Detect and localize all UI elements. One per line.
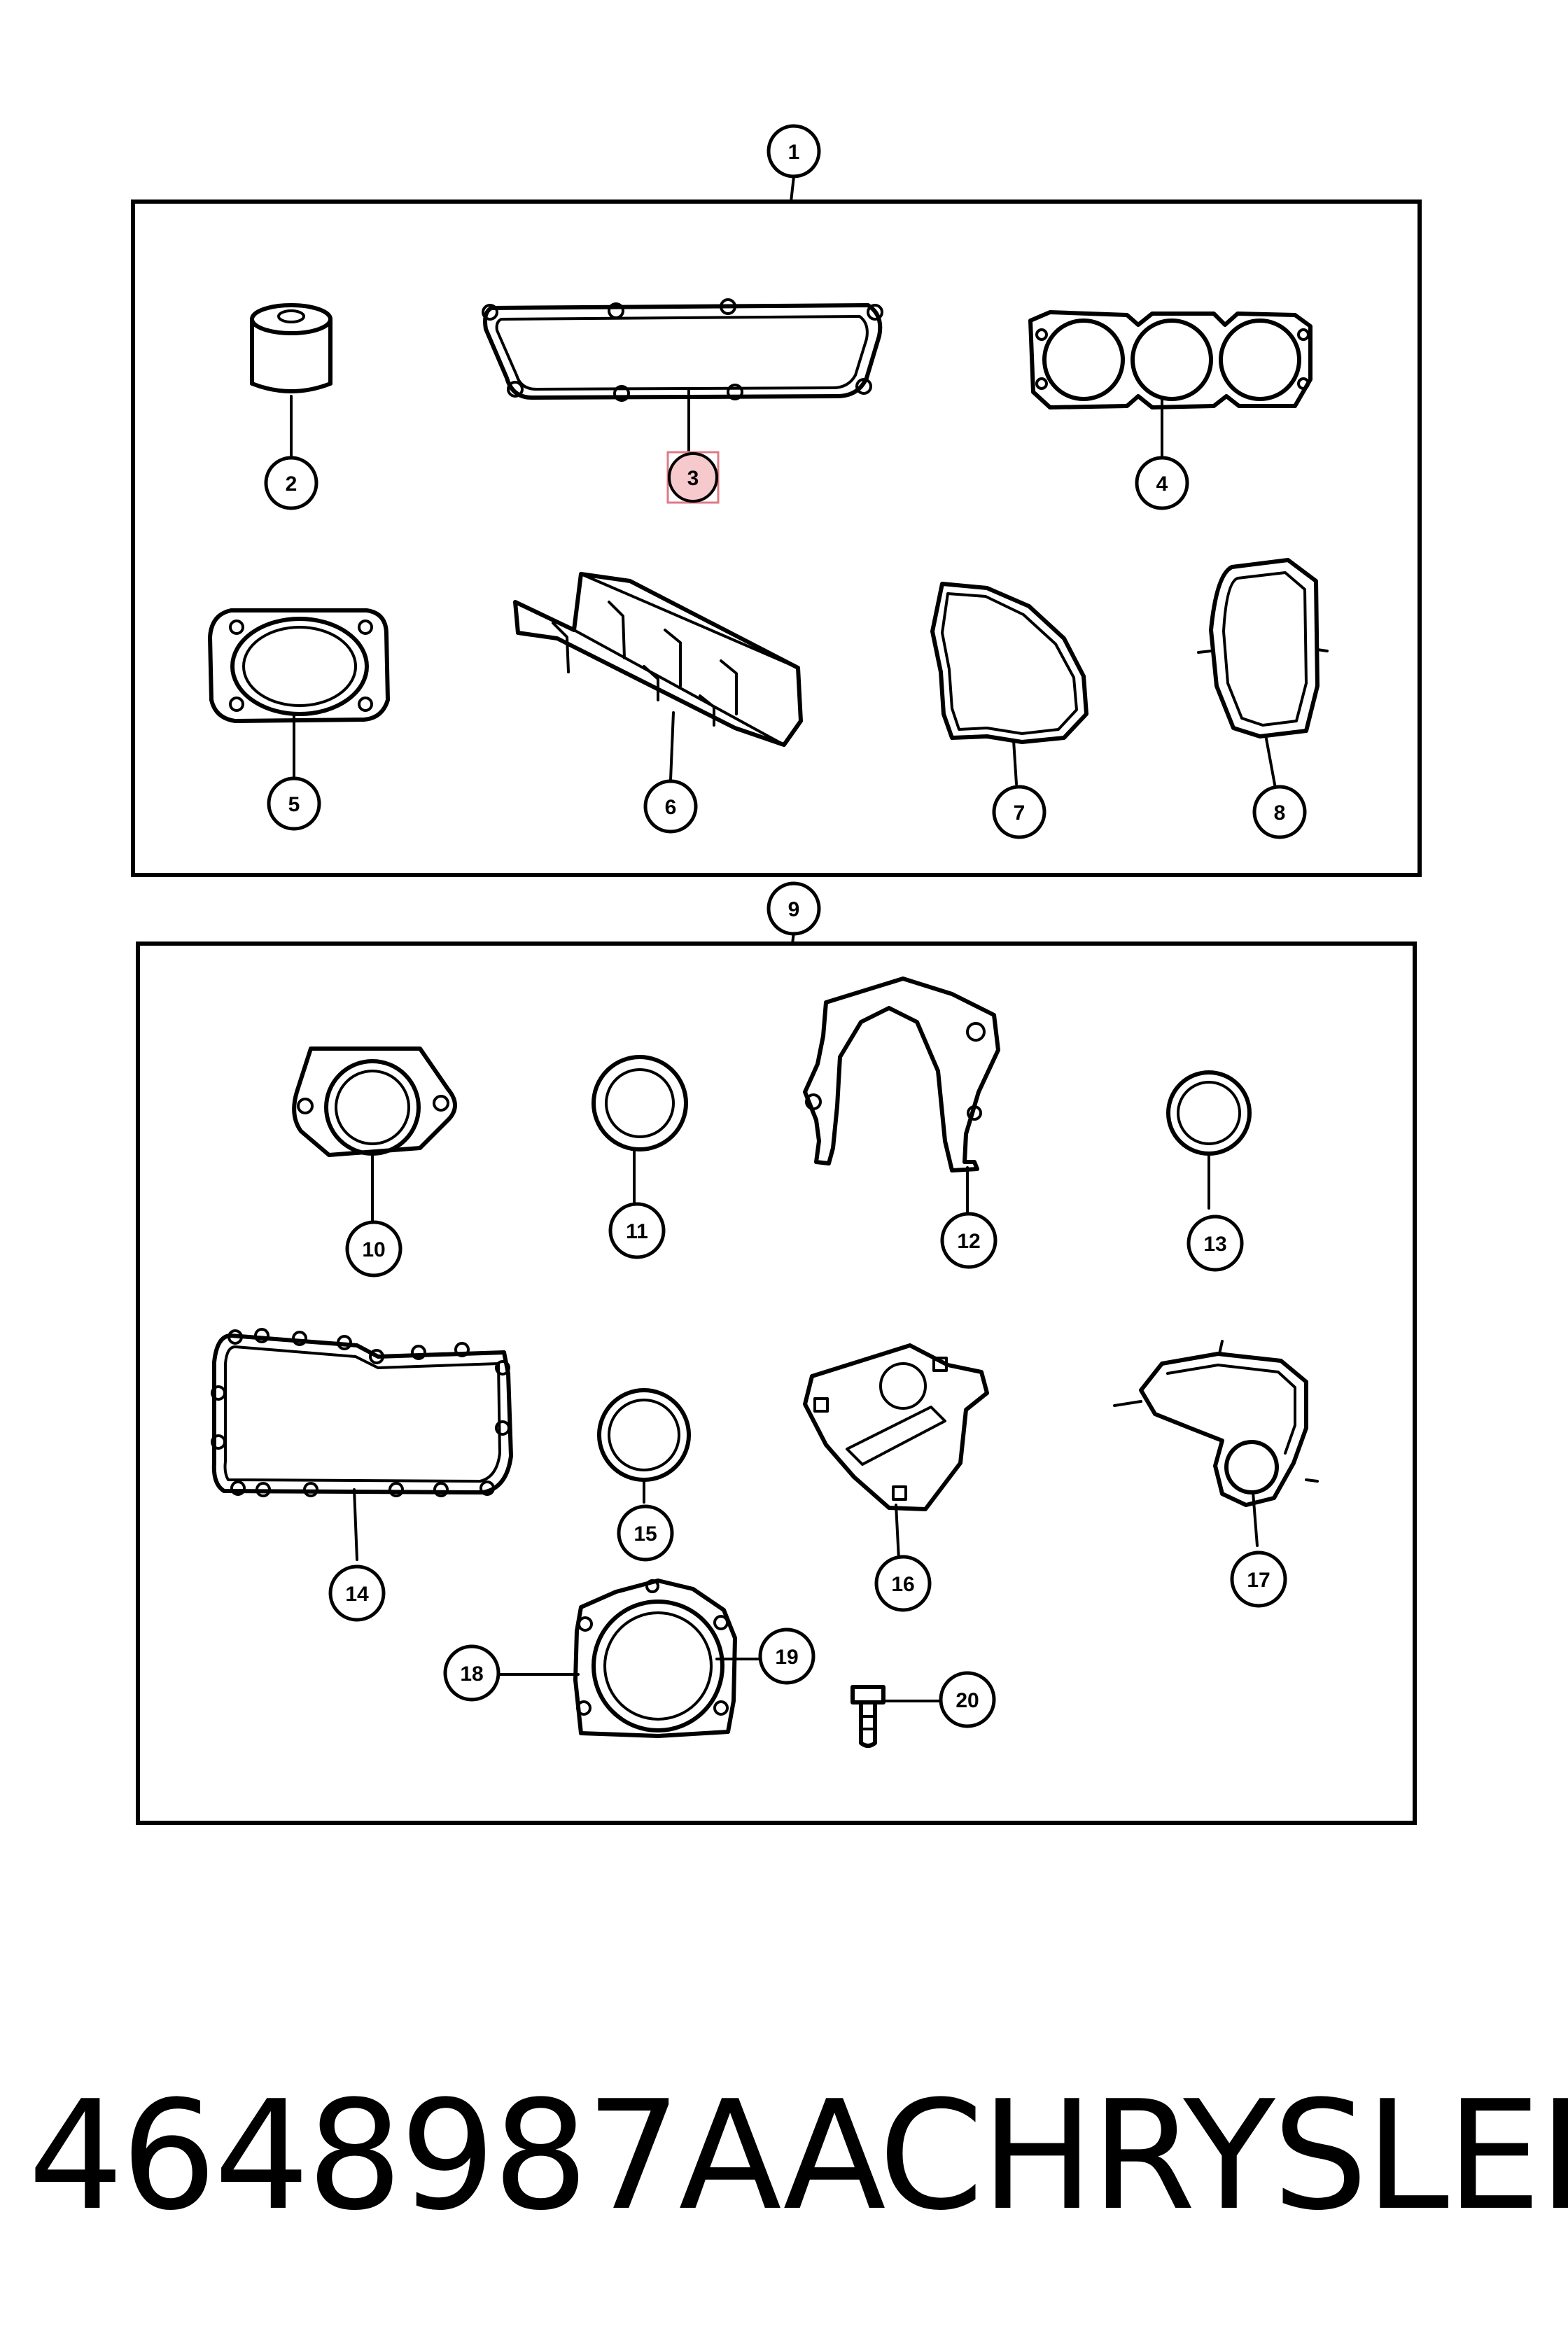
callout-9-label: 9 <box>788 898 800 921</box>
callout-14-label: 14 <box>345 1583 369 1606</box>
head-gasket-part[interactable] <box>1028 310 1312 410</box>
callout-10-label: 10 <box>362 1238 385 1261</box>
callout-12-label: 12 <box>957 1230 980 1253</box>
lower-gasket-kit-frame <box>136 941 1417 1825</box>
exhaust-flange-gasket-part[interactable] <box>208 608 390 723</box>
oil-pan-gasket-part[interactable] <box>211 1328 513 1497</box>
plenum-gasket-part[interactable] <box>1197 558 1329 738</box>
rear-main-seal-retainer-part[interactable] <box>573 1578 737 1738</box>
callout-19-label: 19 <box>775 1646 798 1669</box>
seal-ring-13-part[interactable] <box>1166 1070 1252 1156</box>
callout-14[interactable]: 14 <box>328 1564 386 1622</box>
bolt-part[interactable] <box>850 1685 886 1748</box>
callout-19[interactable]: 19 <box>758 1628 816 1685</box>
callout-4[interactable]: 4 <box>1135 456 1189 510</box>
timing-cover-gasket-part[interactable] <box>930 582 1088 744</box>
seal-ring-15-part[interactable] <box>597 1388 691 1482</box>
callout-12[interactable]: 12 <box>940 1212 997 1269</box>
part-number: 4648987AA <box>28 2068 886 2244</box>
sleeve-part[interactable] <box>250 303 332 393</box>
callout-1-label: 1 <box>788 141 800 164</box>
callout-18-label: 18 <box>460 1662 483 1686</box>
callout-13[interactable]: 13 <box>1186 1214 1244 1272</box>
callout-11[interactable]: 11 <box>608 1202 666 1259</box>
front-cover-gasket-part[interactable] <box>803 976 1000 1172</box>
callout-15[interactable]: 15 <box>617 1504 674 1562</box>
upper-gasket-kit-frame <box>131 200 1422 877</box>
callout-10[interactable]: 10 <box>345 1220 402 1278</box>
callout-11-label: 11 <box>626 1220 648 1243</box>
callout-8[interactable]: 8 <box>1252 785 1307 839</box>
oil-pump-gasket-part[interactable] <box>803 1343 989 1511</box>
callout-8-label: 8 <box>1274 802 1286 825</box>
callout-5-label: 5 <box>288 793 300 816</box>
callout-7-label: 7 <box>1014 802 1026 825</box>
callout-20[interactable]: 20 <box>939 1671 996 1728</box>
callout-13-label: 13 <box>1203 1233 1226 1256</box>
callout-2[interactable]: 2 <box>264 456 318 510</box>
callout-7[interactable]: 7 <box>992 785 1046 839</box>
valve-cover-gasket-part[interactable] <box>482 298 883 402</box>
callout-6[interactable]: 6 <box>643 779 698 834</box>
callout-1[interactable]: 1 <box>766 124 821 178</box>
callout-17[interactable]: 17 <box>1230 1550 1287 1608</box>
callout-5[interactable]: 5 <box>267 776 321 831</box>
brand-name: CHRYSLER <box>878 2068 1568 2244</box>
callout-6-label: 6 <box>665 796 677 819</box>
callout-9[interactable]: 9 <box>766 881 821 936</box>
callout-3-label: 3 <box>687 467 699 490</box>
callout-3[interactable]: 3 <box>666 451 720 504</box>
callout-15-label: 15 <box>634 1522 657 1546</box>
callout-2-label: 2 <box>286 472 298 496</box>
callout-17-label: 17 <box>1247 1569 1270 1592</box>
callout-16-label: 16 <box>891 1573 914 1596</box>
callout-20-label: 20 <box>955 1689 979 1712</box>
coolant-crossover-gasket-part[interactable] <box>1113 1340 1319 1507</box>
intake-manifold-gasket-part[interactable] <box>513 572 803 747</box>
water-outlet-gasket-part[interactable] <box>292 1046 457 1157</box>
seal-ring-11-part[interactable] <box>592 1055 688 1152</box>
callout-4-label: 4 <box>1156 472 1168 496</box>
callout-16[interactable]: 16 <box>874 1555 932 1612</box>
callout-18[interactable]: 18 <box>443 1644 500 1702</box>
